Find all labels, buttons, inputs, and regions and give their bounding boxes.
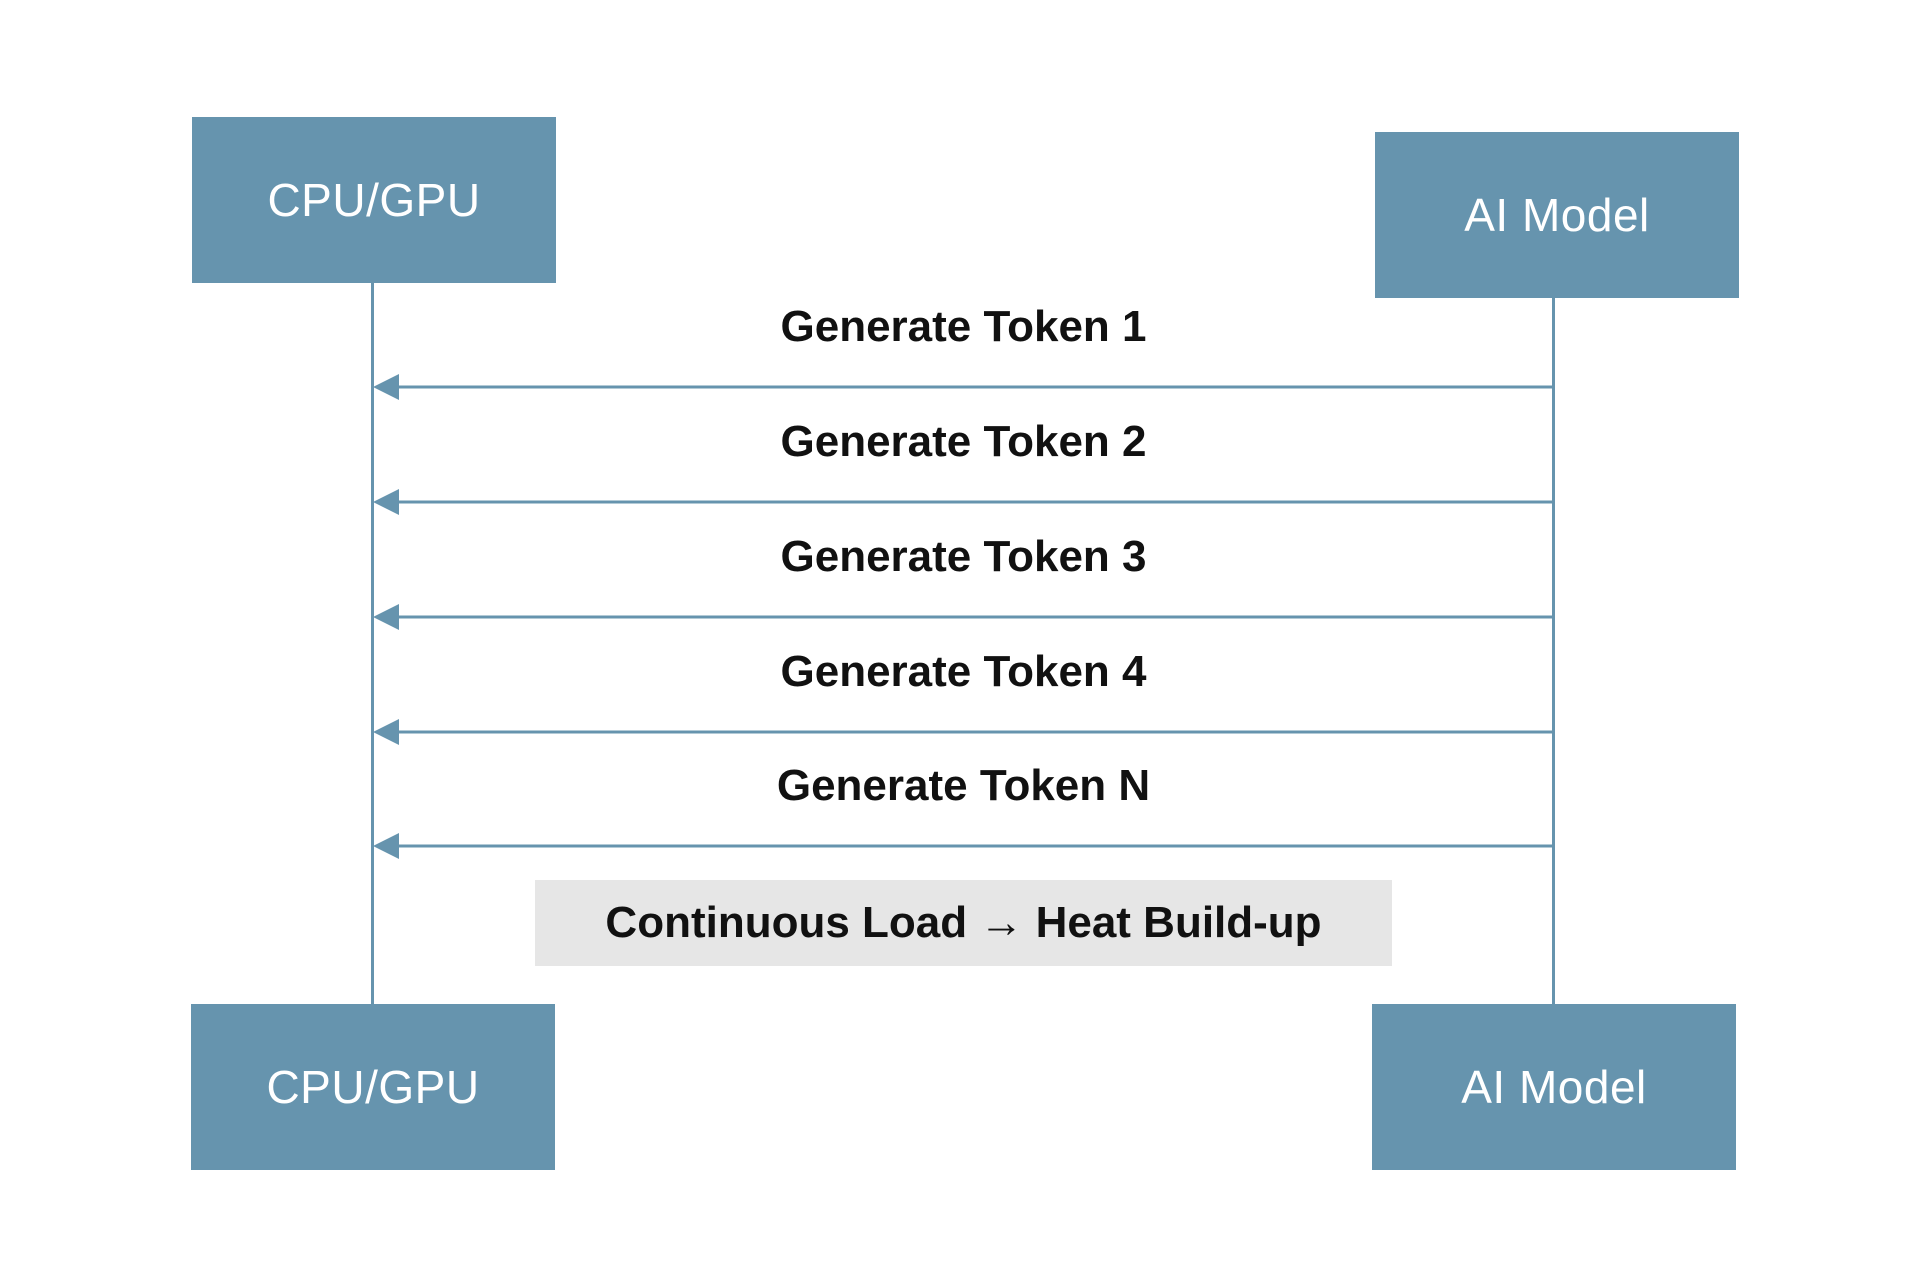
message-arrow-5 (373, 833, 1553, 859)
participant-label: AI Model (1461, 1061, 1647, 1113)
note-box: Continuous Load → Heat Build-up (535, 880, 1392, 966)
participant-label: CPU/GPU (266, 1061, 480, 1113)
participant-cpu-gpu-bottom: CPU/GPU (191, 1004, 555, 1170)
participant-ai-model-top: AI Model (1375, 132, 1739, 298)
message-arrow-4 (373, 719, 1553, 745)
message-label-5: Generate Token N (776, 761, 1151, 810)
lifeline-cpu-gpu (371, 283, 374, 1004)
participant-label: CPU/GPU (267, 174, 481, 226)
message-arrow-3 (373, 604, 1553, 630)
note-text: Continuous Load → Heat Build-up (605, 898, 1322, 947)
message-arrow-1 (373, 374, 1553, 400)
participant-ai-model-bottom: AI Model (1372, 1004, 1736, 1170)
message-label-4: Generate Token 4 (780, 647, 1147, 696)
message-arrow-2 (373, 489, 1553, 515)
participant-cpu-gpu-top: CPU/GPU (192, 117, 556, 283)
participant-label: AI Model (1464, 189, 1650, 241)
message-label-2: Generate Token 2 (780, 417, 1147, 466)
message-label-1: Generate Token 1 (780, 302, 1147, 351)
lifeline-ai-model (1552, 298, 1555, 1004)
message-label-3: Generate Token 3 (780, 532, 1147, 581)
